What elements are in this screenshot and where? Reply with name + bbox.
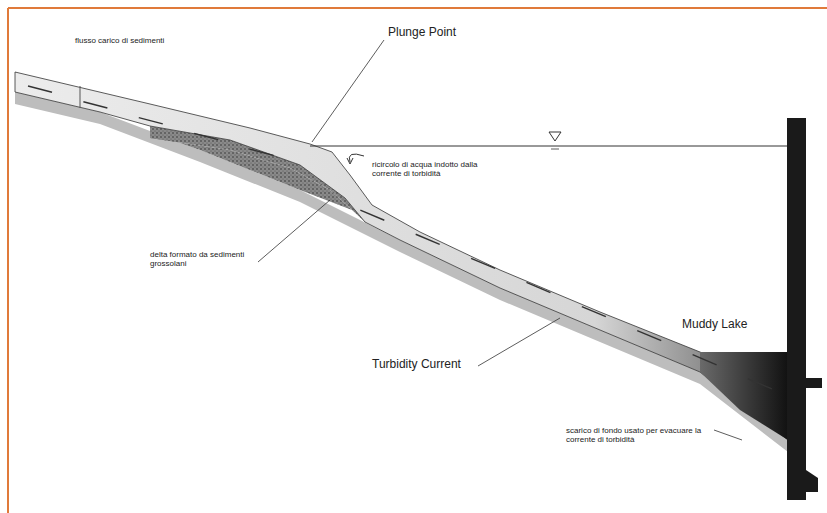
frame-line — [8, 7, 827, 9]
flow-dash — [250, 149, 274, 155]
annotation-label: flusso carico di sedimenti — [75, 36, 195, 45]
annotation-label: ricircolo di acqua indotto dalla corrent… — [372, 160, 484, 178]
water-surface — [310, 146, 788, 147]
turbidity-flow — [15, 72, 788, 440]
section-mark — [80, 86, 81, 108]
annotation-label: delta formato da sedimenti grossolani — [150, 250, 254, 268]
water-level-symbol — [549, 132, 561, 141]
flow-dash — [83, 102, 107, 108]
flow-dash — [637, 331, 661, 341]
ground — [15, 92, 788, 452]
leader-line — [258, 200, 330, 262]
leader-line — [312, 40, 384, 142]
flow-dash — [693, 355, 717, 365]
annotation-label: Turbidity Current — [372, 358, 492, 372]
annotation-label: Plunge Point — [388, 26, 498, 40]
flow-dash — [471, 258, 495, 268]
annotation-label: Muddy Lake — [682, 318, 772, 332]
leader-line — [478, 318, 560, 366]
flow-dash — [194, 133, 218, 139]
leader-line — [714, 430, 742, 440]
dam — [787, 118, 818, 500]
flow-dash — [748, 379, 772, 389]
annotation-label: scarico di fondo usato per evacuare la c… — [566, 426, 712, 444]
flow-dash — [139, 118, 163, 124]
muddy-lake — [700, 352, 788, 440]
recirculation-arrow — [347, 158, 353, 164]
flow-dash — [582, 307, 606, 317]
frame-line — [7, 8, 9, 513]
flow-dash — [28, 86, 52, 92]
flow-dash — [360, 210, 384, 220]
water-level-symbol — [551, 149, 559, 150]
dam-outlet — [806, 378, 822, 388]
flow-dash — [416, 234, 440, 244]
flow-dash — [526, 282, 550, 292]
